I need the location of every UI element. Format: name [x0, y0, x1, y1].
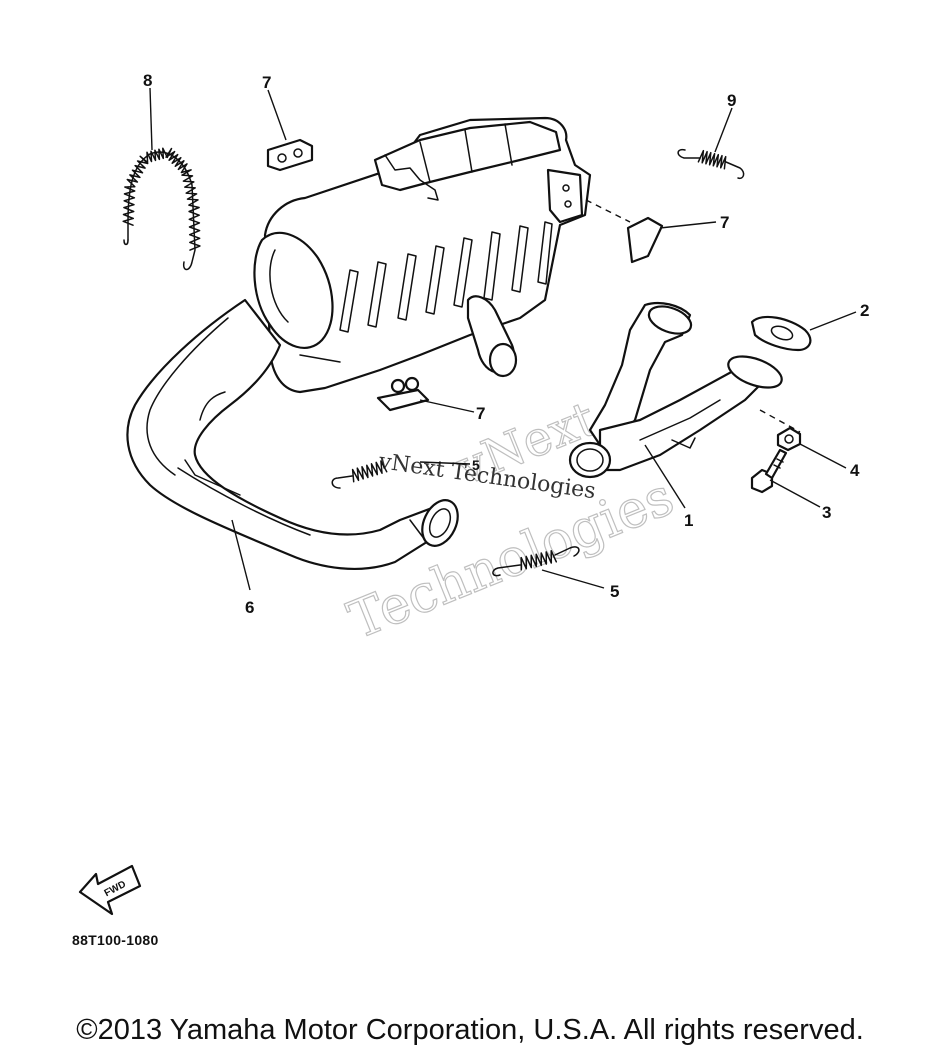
rubber-damper-part-7-lower: [376, 376, 430, 412]
callout-5b: 5: [610, 582, 619, 601]
callout-labels: 8 7 9 7 2 7 4 3 1 5 5 6: [143, 71, 869, 617]
callout-3: 3: [822, 503, 831, 522]
callout-5a: 5: [472, 457, 480, 473]
callout-7b: 7: [720, 213, 729, 232]
callout-7a: 7: [262, 73, 271, 92]
spring-coil: [122, 147, 201, 251]
assembly-line-bolt: [759, 409, 801, 433]
forward-arrow-icon: FWD: [78, 864, 142, 916]
callout-4: 4: [850, 461, 860, 480]
long-spring-part-8: [122, 147, 201, 271]
header-pipe-part-1: [568, 301, 783, 479]
nut-part-4: [776, 426, 802, 452]
rubber-damper-part-7-right: [626, 216, 664, 264]
exhaust-pipe-part-6: [126, 298, 459, 571]
callout-1: 1: [684, 511, 693, 530]
bolt-part-3: [750, 448, 788, 494]
muffler-body: [253, 116, 592, 394]
heat-shield-slots: [299, 221, 553, 363]
gasket-part-2: [750, 315, 812, 352]
copyright-notice: ©2013 Yamaha Motor Corporation, U.S.A. A…: [76, 1014, 864, 1046]
spring-part-5-upper: [331, 460, 388, 489]
callout-8: 8: [143, 71, 152, 90]
spring-coil: [520, 549, 558, 571]
callout-6: 6: [245, 598, 254, 617]
assembly-line-bracket: [585, 199, 631, 223]
spring-part-5-lower: [492, 546, 580, 577]
spring-coil: [351, 460, 388, 483]
leader-lines: [149, 87, 857, 591]
tailpipe-outlet: [466, 295, 518, 378]
spring-coil: [697, 149, 727, 170]
spring-part-9: [677, 148, 745, 180]
callout-2: 2: [860, 301, 869, 320]
callout-9: 9: [727, 91, 736, 110]
diagram-code: 88T100-1080: [72, 932, 159, 948]
callout-7c: 7: [476, 404, 485, 423]
rubber-damper-part-7-top: [266, 138, 314, 172]
